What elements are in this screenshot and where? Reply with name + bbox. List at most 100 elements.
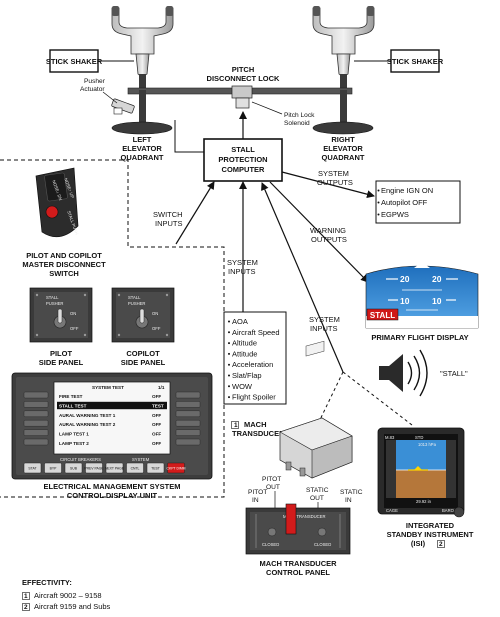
system-input-item: Slat/Flap [232,371,262,380]
ems-cdu-line1: ELECTRICAL MANAGEMENT SYSTEM [44,482,181,491]
copilot-panel-line2: SIDE PANEL [121,358,166,367]
cdu-key[interactable] [105,462,124,474]
pitch-disconnect-lock-line2: DISCONNECT LOCK [207,74,281,83]
cdu-key-label: BYP [50,467,58,471]
mach-dashed-link [315,371,344,429]
pilot-side-panel-unit: STALL PUSHER ON OFF [29,287,93,343]
isi-baro-knob-icon [453,506,465,518]
cdu-left-lsk[interactable] [23,438,49,446]
left-quadrant-line1: LEFT [133,135,152,144]
master-switch-line1: PILOT AND COPILOT [26,251,102,260]
isi-baro: 1013 hPa [418,442,437,447]
cdu-row-value: OFF [152,441,161,446]
isi-std: STD [415,435,423,440]
stall-aural-label: "STALL" [440,369,468,378]
static-out-line1: STATIC [306,487,329,494]
switch-inputs-line1: SWITCH [153,210,183,219]
system-inputs-right-arrow [261,182,344,373]
cdu-key-label: CNTL [131,467,140,471]
system-inputs-c-line1: SYSTEM [227,258,258,267]
cdu-key[interactable] [126,462,144,474]
cdu-right-lsk[interactable] [175,410,201,417]
cdu-right-lsk[interactable] [175,429,201,436]
cdu-row-name: LAMP TEST 2 [59,441,89,446]
copilot-panel-on: ON [152,311,158,316]
pilot-panel-off: OFF [70,326,79,331]
warning-outputs-line1: WARNING [310,226,346,235]
pfd-pitch-20-left: 20 [400,274,410,284]
system-input-item: WOW [232,382,253,391]
right-elevator-quadrant [312,90,374,135]
cdu-system-label: SYSTEM [132,457,150,462]
left-elevator-quadrant [111,90,173,135]
input-bullet [228,342,230,345]
pitch-lock-solenoid [231,85,283,115]
spc-line2: PROTECTION [218,155,267,164]
cdu-right-lsk[interactable] [175,420,201,427]
speaker-icon [379,349,428,397]
cdu-row-value: OFF [152,394,161,399]
cdu-key[interactable] [146,462,165,474]
pfd-pitch-10-left: 10 [400,296,410,306]
effectivity-text-2: Aircraft 9159 and Subs [34,602,111,611]
switch-inputs-line2: INPUTS [155,219,183,228]
cdu-key[interactable] [23,462,42,474]
cdu-left-lsk[interactable] [23,429,49,436]
isi-cage: CAGE [386,508,398,513]
cdu-page: 1/1 [158,385,165,390]
isi-mach: M.83 [385,435,395,440]
cdu-left-lsk[interactable] [23,391,49,399]
system-input-item: Acceleration [232,360,273,369]
cdu-screen [53,381,171,455]
cdu-key-label: PREV PAGE [84,467,104,471]
isi-badge: 2 [439,541,443,548]
isi-dashed-link [342,371,413,426]
cdu-right-lsk[interactable] [175,401,201,408]
isi-line1: INTEGRATED [406,521,455,530]
copilot-panel-off: OFF [152,326,161,331]
cdu-key[interactable] [167,462,185,474]
cdu-breakers-label: CIRCUIT BREAKERS [60,457,101,462]
spc-line1: STALL [231,145,255,154]
isi-lower-readout: 29.92 in [416,499,432,504]
cdu-key-label: CKPT DIMM [167,467,186,471]
pfd-stall-flag [366,308,399,321]
cdu-left-lsk[interactable] [23,420,49,427]
mach-panel-red-guard [285,503,297,535]
cdu-key[interactable] [85,462,103,474]
right-quadrant-line3: QUADRANT [322,153,365,162]
cdu-left-lsk[interactable] [23,401,49,408]
left-yoke-icon [111,7,174,55]
switch-inputs-arrow [175,181,215,245]
cdu-key-label: NEXT PAGE [105,467,125,471]
mach-badge: 1 [234,422,238,429]
pitot-out-line1: PITOT [262,476,281,483]
cdu-key-label: STAT [28,467,36,471]
cdu-right-lsk[interactable] [175,438,201,446]
mach-panel-closed-left: CLOSED [262,542,279,547]
cdu-key[interactable] [64,462,83,474]
master-switch-line3: SWITCH [49,269,79,278]
isi-baro-knob-label: BARO [442,508,455,513]
system-inputs-r-line1: SYSTEM [309,315,340,324]
master-switch-line2: MASTER DISCONNECT [22,260,106,269]
cdu-key[interactable] [44,462,62,474]
master-disconnect-switch-unit: NOSE↓ DN NOSE↑ UP STALL PUSH [35,167,80,238]
cdu-left-lsk[interactable] [23,410,49,417]
copilot-pusher-toggle-icon [139,308,145,324]
cdu-right-lsk[interactable] [175,391,201,399]
input-bullet [228,363,230,366]
input-bullet [228,320,230,323]
system-outputs-line1: SYSTEM [318,169,349,178]
cdu-row-highlight [57,401,167,410]
warning-outputs-line2: OUTPUTS [311,235,347,244]
static-in-line1: STATIC [340,489,363,496]
switch-nose-dn: NOSE↓ DN [51,179,63,201]
effectivity-title: EFFECTIVITY: [22,578,72,587]
primary-flight-display: 20 20 10 10 STALL [365,262,479,329]
right-quadrant-line1: RIGHT [331,135,355,144]
pitch-lock-solenoid-line1: Pitch Lock [284,112,315,119]
ems-cdu-line2: CONTROL DISPLAY UNIT [67,491,158,500]
mach-panel-line2: CONTROL PANEL [266,568,330,577]
